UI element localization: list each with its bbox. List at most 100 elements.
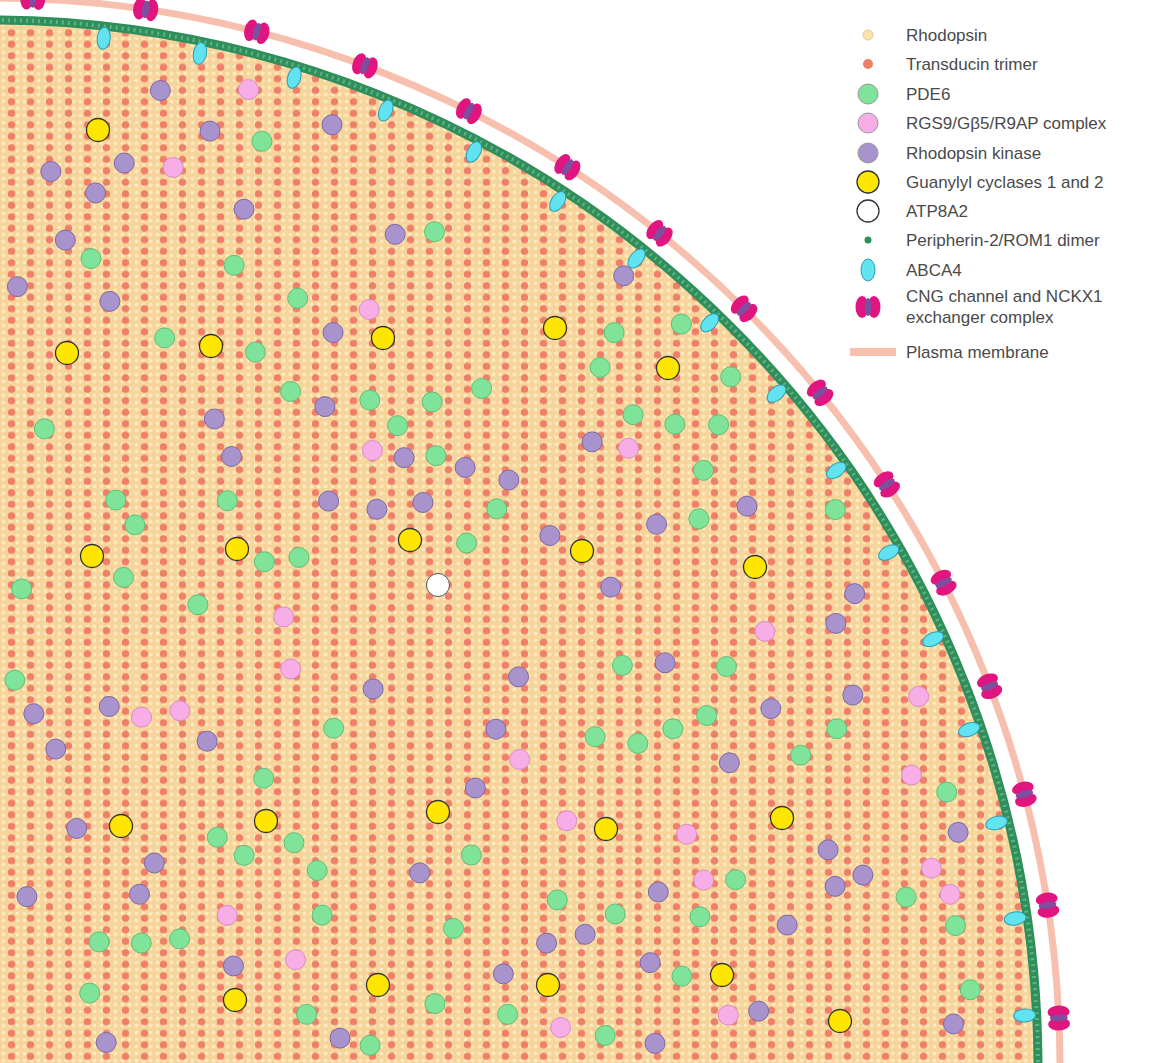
- legend-entry: Rhodopsin: [850, 20, 1168, 50]
- pde6-particle: [80, 983, 100, 1003]
- guanylyl-cyclase-particle: [744, 556, 767, 579]
- guanylyl-cyclase-particle: [771, 807, 794, 830]
- rgs9-particle: [921, 858, 941, 878]
- rhodopsin-kinase-particle: [719, 753, 739, 773]
- rhodopsin-kinase-particle: [655, 653, 675, 673]
- rhodopsin-kinase-particle: [537, 933, 557, 953]
- pde6-particle: [81, 249, 101, 269]
- pde6-particle: [896, 887, 916, 907]
- legend-color-mark: [863, 30, 873, 40]
- rhodopsin-kinase-particle: [322, 115, 342, 135]
- legend-label: Peripherin-2/ROM1 dimer: [900, 230, 1168, 251]
- pde6-particle: [307, 861, 327, 881]
- pde6-particle: [284, 833, 304, 853]
- rhodopsin-kinase-particle: [465, 778, 485, 798]
- rhodopsin-kinase-particle: [223, 956, 243, 976]
- membrane-symbol: [850, 348, 896, 356]
- rgs9-particle: [359, 300, 379, 320]
- legend-label: Plasma membrane: [900, 342, 1168, 363]
- rgs9-particle: [909, 686, 929, 706]
- legend-color-mark: [857, 200, 879, 222]
- abca4-particle: [984, 814, 1008, 832]
- rhodopsin-kinase-particle: [948, 822, 968, 842]
- cng-channel-complex: [20, 0, 46, 10]
- guanylyl-cyclase-particle: [224, 989, 247, 1012]
- pde6-particle: [245, 342, 265, 362]
- pde6-particle: [595, 1025, 615, 1045]
- abca4-particle: [957, 720, 982, 739]
- pde6-particle: [34, 419, 54, 439]
- rhodopsin-kinase-particle: [509, 667, 529, 687]
- legend-label: ATP8A2: [900, 201, 1168, 222]
- plasma-membrane: [0, 0, 1060, 1063]
- pde6-particle: [125, 515, 145, 535]
- legend-entry: Peripherin-2/ROM1 dimer: [850, 225, 1168, 255]
- rhodopsin-kinase-particle: [150, 80, 170, 100]
- rhodopsin-kinase-particle: [315, 397, 335, 417]
- rhodopsin-kinase-particle: [17, 887, 37, 907]
- rhodopsin-kinase-particle: [7, 277, 27, 297]
- pde6-particle: [289, 547, 309, 567]
- pde6-particle: [217, 491, 237, 511]
- pde6-particle: [472, 378, 492, 398]
- pde6-particle: [697, 706, 717, 726]
- pde6-particle: [324, 718, 344, 738]
- legend-entry: CNG channel and NCKX1 exchanger complex: [850, 286, 1168, 328]
- rhodopsin-kinase-particle: [129, 884, 149, 904]
- legend-swatch: [850, 167, 900, 197]
- pde6-particle: [425, 222, 445, 242]
- rhodopsin-kinase-particle: [455, 457, 475, 477]
- pde6-particle: [297, 1004, 317, 1024]
- guanylyl-cyclase-particle: [81, 545, 104, 568]
- rhodopsin-kinase-particle: [493, 964, 513, 984]
- cng-channel-complex: [132, 0, 160, 22]
- rgs9-particle: [694, 870, 714, 890]
- pde6-particle: [207, 827, 227, 847]
- abca4-particle: [546, 189, 569, 215]
- legend-entry: Rhodopsin kinase: [850, 138, 1168, 168]
- cng-channel-complex: [1047, 1005, 1070, 1031]
- legend-label: Rhodopsin: [900, 25, 1168, 46]
- pde6-particle: [716, 657, 736, 677]
- rhodopsin-kinase-particle: [648, 882, 668, 902]
- pde6-particle: [360, 390, 380, 410]
- guanylyl-cyclase-particle: [255, 810, 278, 833]
- rhodopsin-kinase-particle: [843, 685, 863, 705]
- guanylyl-cyclase-particle: [657, 357, 680, 380]
- legend-swatch: [850, 138, 900, 168]
- pde6-particle: [690, 907, 710, 927]
- rhodopsin-kinase-particle: [234, 199, 254, 219]
- pde6-particle: [5, 670, 25, 690]
- pde6-particle: [131, 933, 151, 953]
- guanylyl-cyclase-particle: [56, 342, 79, 365]
- guanylyl-cyclase-particle: [595, 818, 618, 841]
- pde6-particle: [721, 367, 741, 387]
- pde6-particle: [623, 405, 643, 425]
- cng-channel-complex: [975, 671, 1004, 702]
- legend-swatch: [850, 255, 900, 285]
- cng-channel-complex: [727, 292, 760, 325]
- guanylyl-cyclase-particle: [372, 327, 395, 350]
- rhodopsin-kinase-particle: [413, 492, 433, 512]
- rgs9-particle: [557, 811, 577, 831]
- guanylyl-cyclase-particle: [537, 974, 560, 997]
- protein-layer: [5, 80, 981, 1056]
- pde6-particle: [312, 905, 332, 925]
- rgs9-particle: [170, 701, 190, 721]
- rhodopsin-kinase-particle: [737, 496, 757, 516]
- pde6-particle: [693, 460, 713, 480]
- abca4-particle: [191, 41, 208, 65]
- abca4-particle: [463, 139, 485, 165]
- legend-color-mark: [861, 259, 875, 281]
- pde6-particle: [547, 890, 567, 910]
- pde6-particle: [425, 994, 445, 1014]
- pde6-particle: [663, 719, 683, 739]
- abca4-particle: [1003, 910, 1027, 926]
- pde6-particle: [457, 533, 477, 553]
- rhodopsin-kinase-particle: [749, 1001, 769, 1021]
- rhodopsin-kinase-particle: [845, 584, 865, 604]
- rgs9-particle: [362, 440, 382, 460]
- guanylyl-cyclase-particle: [226, 538, 249, 561]
- rhodopsin-kinase-particle: [41, 161, 61, 181]
